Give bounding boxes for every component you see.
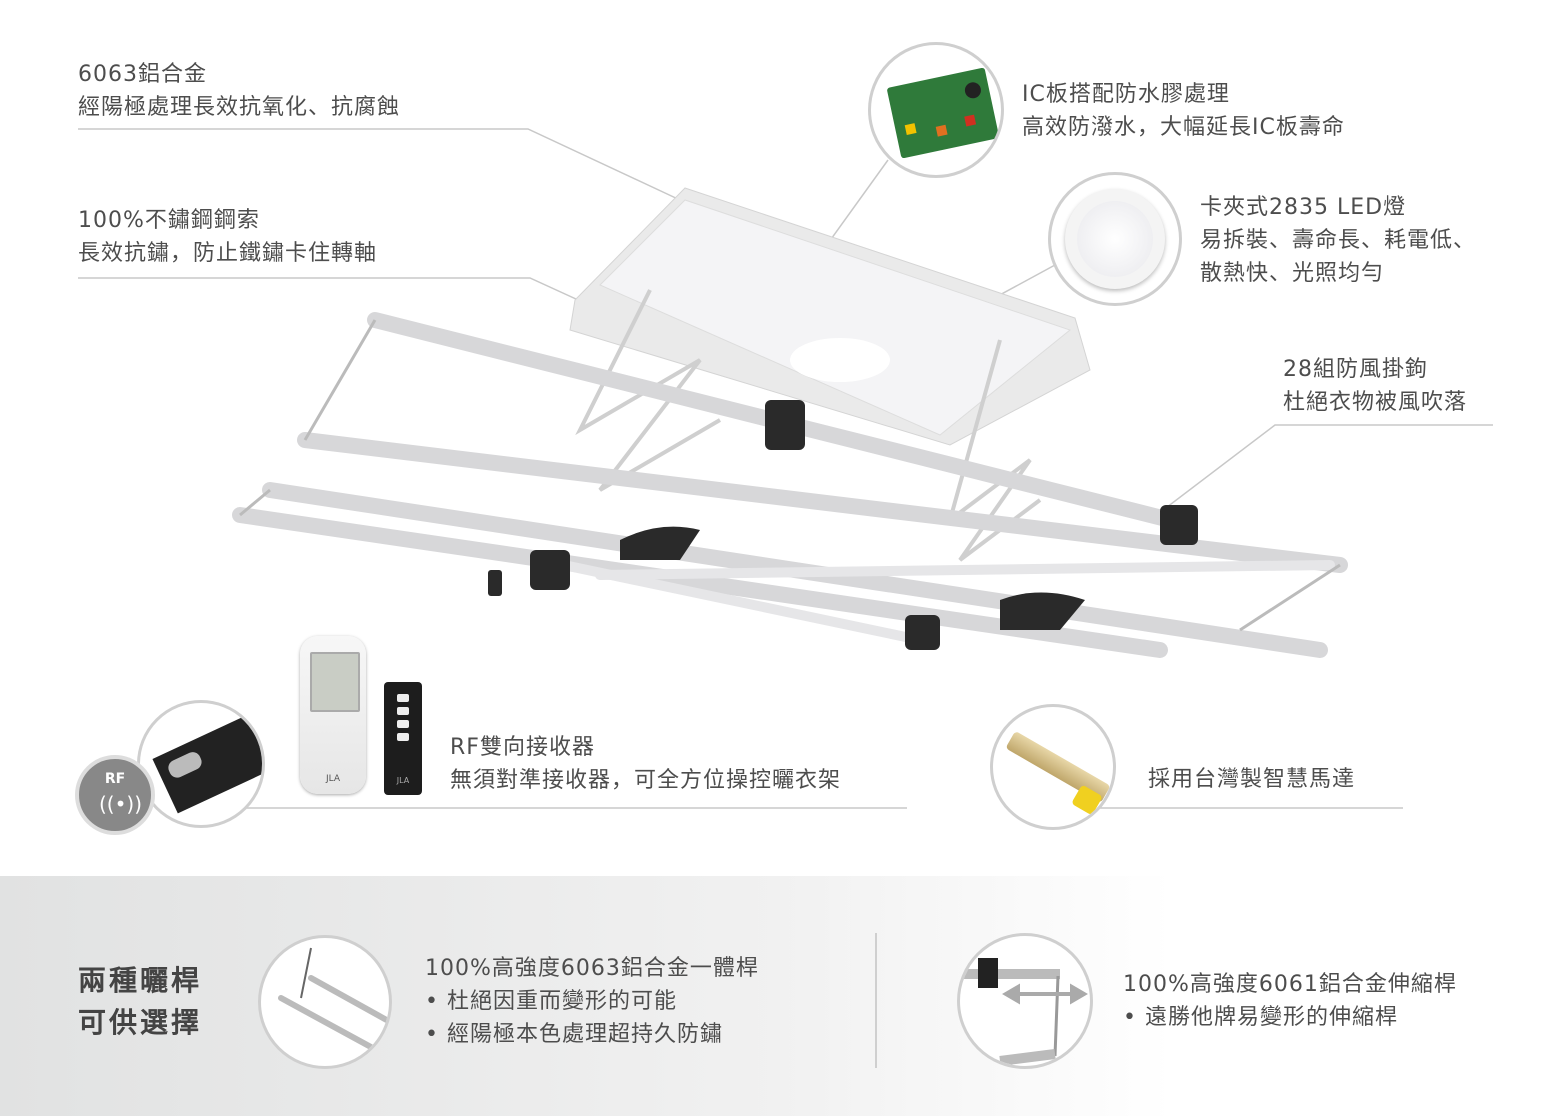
feature-title: 採用台灣製智慧馬達 [1148,767,1356,792]
rf-badge-label: RF [104,771,126,787]
feature-hooks: 28組防風掛鉤 杜絕衣物被風吹落 [1283,353,1467,419]
feature-led: 卡夾式2835 LED燈 易拆裝、壽命長、耗電低、 散熱快、光照均勻 [1200,191,1476,290]
solid-rod-image [258,935,392,1069]
feature-desc: 長效抗鏽，防止鐵鏽卡住轉軸 [78,241,378,266]
telescopic-rod-image [957,933,1093,1069]
up-button-icon [397,694,409,702]
feature-title: IC板搭配防水膠處理 [1022,82,1230,107]
signal-icon: ((•)) [99,792,143,816]
remote-control-image: JLA [300,636,366,794]
ic-board-image [868,42,1004,178]
rf-chip-icon [152,712,262,814]
feature-title: 卡夾式2835 LED燈 [1200,195,1407,220]
feature-desc: 經陽極處理長效抗氧化、抗腐蝕 [78,95,401,120]
option-title: 100%高強度6063鋁合金一體桿 [425,956,759,981]
led-light-icon [1065,189,1165,289]
leader-line-aluminum [78,128,681,201]
feature-steel-cable: 100%不鏽鋼鋼索 長效抗鏽，防止鐵鏽卡住轉軸 [78,204,377,270]
light-button-icon [397,733,409,741]
feature-motor: 採用台灣製智慧馬達 [1148,763,1355,796]
rf-module-image [137,700,265,828]
remote-brand-logo: JLA [325,774,341,784]
motor-image [990,704,1116,830]
option-title: 100%高強度6061鋁合金伸縮桿 [1123,972,1457,997]
remote-lcd-screen [310,652,360,712]
feature-title: RF雙向接收器 [450,735,595,760]
feature-desc: 高效防潑水，大幅延長IC板壽命 [1022,115,1345,140]
option-bullet: 杜絕因重而變形的可能 [425,985,759,1018]
rf-badge: RF ((•)) [75,755,155,835]
feature-title: 6063鋁合金 [78,62,207,87]
feature-desc: 無須對準接收器，可全方位操控曬衣架 [450,768,842,793]
option-bullet: 經陽極本色處理超持久防鏽 [425,1018,759,1051]
circuit-board-icon [886,67,1000,159]
down-button-icon [397,720,409,728]
led-image [1048,172,1182,306]
feature-rf: RF雙向接收器 無須對準接收器，可全方位操控曬衣架 [450,731,841,797]
option-telescopic-rod: 100%高強度6061鋁合金伸縮桿 遠勝他牌易變形的伸縮桿 [1123,968,1457,1034]
heading-line-1: 兩種曬桿 [78,964,203,997]
feature-title: 28組防風掛鉤 [1283,357,1428,382]
feature-desc: 杜絕衣物被風吹落 [1283,390,1468,415]
heading-line-2: 可供選擇 [78,1006,203,1039]
wall-switch-image: JLA [384,682,422,795]
feature-ic-board: IC板搭配防水膠處理 高效防潑水，大幅延長IC板壽命 [1022,78,1345,144]
leader-line-hooks [1149,424,1493,521]
rod-options-heading: 兩種曬桿 可供選擇 [78,960,202,1044]
feature-desc: 易拆裝、壽命長、耗電低、 [1200,228,1477,253]
leader-line-cable [78,277,601,311]
feature-title: 100%不鏽鋼鋼索 [78,208,260,233]
options-divider [875,933,877,1068]
switch-brand-logo: JLA [396,776,410,785]
option-bullet: 遠勝他牌易變形的伸縮桿 [1123,1001,1457,1034]
feature-desc: 散熱快、光照均勻 [1200,261,1385,286]
option-solid-rod: 100%高強度6063鋁合金一體桿 杜絕因重而變形的可能 經陽極本色處理超持久防… [425,952,759,1051]
feature-aluminum: 6063鋁合金 經陽極處理長效抗氧化、抗腐蝕 [78,58,400,124]
stop-button-icon [397,707,409,715]
